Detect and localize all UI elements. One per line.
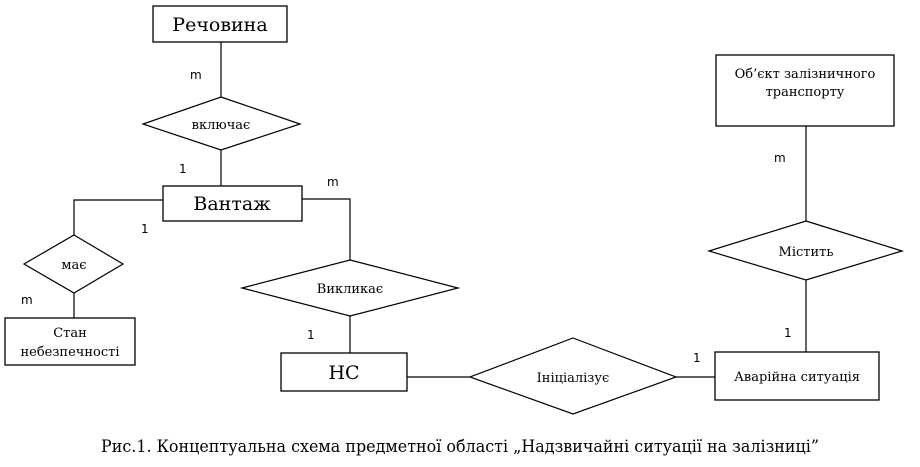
cardinality-vyklykaie-ns: 1 bbox=[307, 328, 315, 342]
entity-stan-label-line2: небезпечності bbox=[20, 345, 119, 360]
cardinality-vkliuchaie-vantazh: 1 bbox=[179, 162, 187, 176]
entity-avariina-sytuatsiia: Аварійна ситуація bbox=[714, 351, 880, 401]
cardinality-vantazh-vyklykaie: m bbox=[327, 175, 339, 189]
entity-obiekt-label-line1: Об’єкт залізничного bbox=[735, 67, 876, 82]
entity-avariina-label: Аварійна ситуація bbox=[734, 370, 860, 385]
figure-caption: Рис.1. Концептуальна схема предметної об… bbox=[101, 437, 819, 457]
cardinality-labels: m 1 1 m m 1 1 m 1 bbox=[21, 68, 792, 365]
cardinality-maie-stan: m bbox=[21, 293, 33, 307]
entity-ns-label: НС bbox=[328, 362, 359, 384]
entity-obiekt-label-line2: транспорту bbox=[766, 85, 845, 100]
cardinality-vantazh-maie: 1 bbox=[141, 222, 149, 236]
entity-obiekt-transportu: Об’єкт залізничного транспорту bbox=[715, 54, 895, 127]
relationship-vkliuchaie-label: включає bbox=[192, 118, 251, 133]
line-vantazh-vyklykaie bbox=[302, 198, 351, 260]
relationship-vkliuchaie: включає bbox=[141, 96, 302, 151]
relationship-initsializuie: Ініціалізує bbox=[468, 337, 678, 415]
entity-vantazh: Вантаж bbox=[162, 185, 303, 222]
connector-lines bbox=[73, 42, 807, 378]
relationship-maie-label: має bbox=[61, 258, 86, 273]
entity-rechovyna: Речовина bbox=[152, 5, 288, 43]
relationship-mistyt: Містить bbox=[706, 220, 905, 281]
entity-stan-label-line1: Стан bbox=[53, 326, 87, 341]
relationship-vyklykaie: Викликає bbox=[239, 259, 461, 317]
line-vantazh-maie bbox=[73, 199, 163, 235]
entity-vantazh-label: Вантаж bbox=[193, 193, 271, 215]
entity-stan-nebezpechnosti: Стан небезпечності bbox=[4, 317, 136, 366]
relationship-vyklykaie-label: Викликає bbox=[317, 282, 383, 297]
entity-ns: НС bbox=[280, 352, 408, 392]
cardinality-mistyt-avariina: 1 bbox=[784, 326, 792, 340]
relationship-maie: має bbox=[22, 234, 125, 294]
cardinality-rechovyna-vkliuchaie: m bbox=[190, 68, 202, 82]
cardinality-obiekt-mistyt: m bbox=[774, 151, 786, 165]
entity-rechovyna-label: Речовина bbox=[172, 14, 267, 36]
cardinality-initsializuie-avariina: 1 bbox=[693, 351, 701, 365]
relationship-initsializuie-label: Ініціалізує bbox=[537, 371, 610, 386]
relationship-mistyt-label: Містить bbox=[779, 245, 834, 260]
